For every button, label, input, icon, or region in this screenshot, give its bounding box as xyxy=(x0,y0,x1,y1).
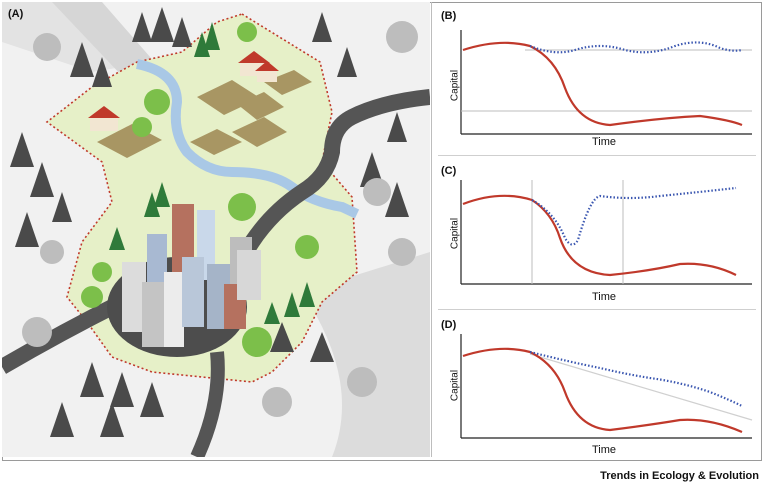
forest-trees xyxy=(10,7,418,437)
panel-b-ylabel: Capital xyxy=(449,69,461,102)
city-buildings xyxy=(122,204,261,347)
panel-d-recovery-line xyxy=(529,350,743,407)
panel-separator-bc xyxy=(438,155,756,156)
journal-credit: Trends in Ecology & Evolution xyxy=(600,470,759,482)
panel-divider xyxy=(431,2,432,457)
panel-a-label: (A) xyxy=(8,8,24,20)
panel-d-ylabel: Capital xyxy=(449,369,461,402)
panel-b-label: (B) xyxy=(441,10,457,22)
panel-c-label: (C) xyxy=(441,165,457,177)
panel-b-xlabel: Time xyxy=(592,136,617,148)
panel-d-xlabel: Time xyxy=(592,444,617,456)
panel-d-decline-line xyxy=(462,347,743,434)
road-south xyxy=(190,351,225,460)
panel-d-label: (D) xyxy=(441,319,457,331)
panel-d-plot xyxy=(460,334,753,439)
panel-c-ylabel: Capital xyxy=(449,217,461,250)
panel-b-plot xyxy=(460,30,752,135)
panel-b-decline-line xyxy=(462,41,743,127)
panel-c-xlabel: Time xyxy=(592,291,617,303)
panel-b-recovery-line xyxy=(529,41,743,54)
panel-c-recovery-line xyxy=(531,186,737,246)
panel-c-decline-line xyxy=(462,194,737,277)
panel-c-plot xyxy=(460,180,752,285)
panel-separator-cd xyxy=(438,309,756,310)
panel-d-declining-reference xyxy=(529,353,753,421)
farmhouses xyxy=(88,51,279,131)
landscape-illustration xyxy=(0,2,431,460)
landscape-map: (A) xyxy=(0,2,431,460)
